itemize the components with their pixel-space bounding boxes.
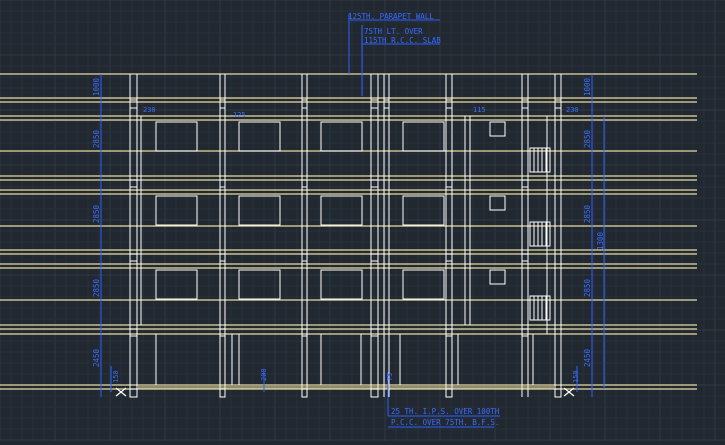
dim-left-ground: 2450: [92, 348, 101, 367]
ground-floor-openings: [129, 334, 562, 398]
floor-notch: [445, 328, 453, 337]
dim-right-parapet: 1000: [583, 77, 592, 96]
window: [155, 269, 198, 300]
floor-notch: [301, 179, 308, 188]
floor-notch: [129, 179, 138, 188]
label-200: 200: [260, 368, 268, 381]
window: [402, 195, 445, 226]
dim-left-parapet: 1000: [92, 77, 101, 96]
dim-left-floor2: 2850: [92, 204, 101, 223]
parapet-notch: [554, 99, 562, 109]
label-150-left: 150: [112, 370, 120, 383]
window: [155, 195, 198, 226]
dim-right-ground: 2450: [583, 348, 592, 367]
floor-notch: [219, 179, 226, 188]
dim-left-floor3: 2850: [92, 129, 101, 148]
window: [238, 121, 281, 152]
floor-notch: [129, 328, 138, 337]
windows: [155, 121, 445, 300]
label-230-right: 230: [566, 106, 579, 114]
annotation-rcc-slab: 115TH R.C.C. SLAB: [364, 36, 441, 45]
floor-notch: [301, 328, 308, 337]
window: [155, 121, 198, 152]
balcony-railing: [529, 147, 551, 173]
floor-notch: [521, 179, 529, 188]
floor-notch: [129, 253, 138, 262]
dim-right-floor3: 2850: [583, 129, 592, 148]
window: [402, 269, 445, 300]
base-stub: [445, 388, 453, 398]
floor-notch: [219, 328, 226, 337]
base-stub: [219, 388, 226, 398]
floor-slab-lines: [0, 73, 697, 390]
annotation-ips-over: 25 TH. I.P.S. OVER 100TH: [391, 407, 500, 416]
floor-notch: [301, 253, 308, 262]
label-230-left: 230: [143, 106, 156, 114]
foundation-markers: [115, 387, 575, 397]
label-150-right: 150: [572, 370, 580, 383]
vent: [489, 269, 506, 285]
annotation-parapet-wall: 125TH. PARAPET WALL: [348, 12, 434, 21]
parapet-notch: [445, 99, 453, 109]
parapet-notch: [219, 99, 226, 109]
building-structure: [129, 74, 562, 397]
balcony-railings: [529, 147, 551, 321]
dim-total: 1300: [596, 231, 605, 250]
parapet-notch: [521, 99, 529, 109]
base-stub: [554, 388, 562, 398]
window: [320, 269, 363, 300]
base-stub: [129, 388, 138, 398]
floor-notch: [521, 253, 529, 262]
window: [238, 195, 281, 226]
floor-notch: [445, 179, 453, 188]
base-stub: [370, 388, 379, 398]
label-115: 115: [473, 106, 486, 114]
vent: [489, 195, 506, 211]
dim-right-floor2: 2850: [583, 204, 592, 223]
parapet-notch: [129, 99, 138, 109]
parapet-notch: [370, 99, 379, 109]
annotation-lt-over: 75TH LT. OVER: [364, 27, 423, 36]
annotation-pcc-over: P.C.C. OVER 75TH. B.F.S.: [391, 418, 499, 427]
label-75: 75: [386, 373, 394, 381]
floor-notch: [219, 253, 226, 262]
parapet-notch: [301, 99, 308, 109]
floor-notch: [521, 328, 529, 337]
plinth-band: [138, 386, 554, 389]
balcony-railing: [529, 221, 551, 247]
label-125: 125: [233, 111, 246, 119]
dim-right-floor1: 2850: [583, 278, 592, 297]
window: [402, 121, 445, 152]
base-stub: [301, 388, 308, 398]
window: [320, 121, 363, 152]
floor-notch: [370, 328, 379, 337]
parapet-notch: [383, 99, 390, 109]
vent: [489, 121, 506, 137]
window: [238, 269, 281, 300]
floor-notch: [445, 253, 453, 262]
floor-notch: [370, 179, 379, 188]
vent-openings: [489, 121, 506, 285]
window: [320, 195, 363, 226]
balcony-railing: [529, 295, 551, 321]
floor-notch: [370, 253, 379, 262]
dimension-lines: [100, 14, 605, 428]
dim-left-floor1: 2850: [92, 278, 101, 297]
